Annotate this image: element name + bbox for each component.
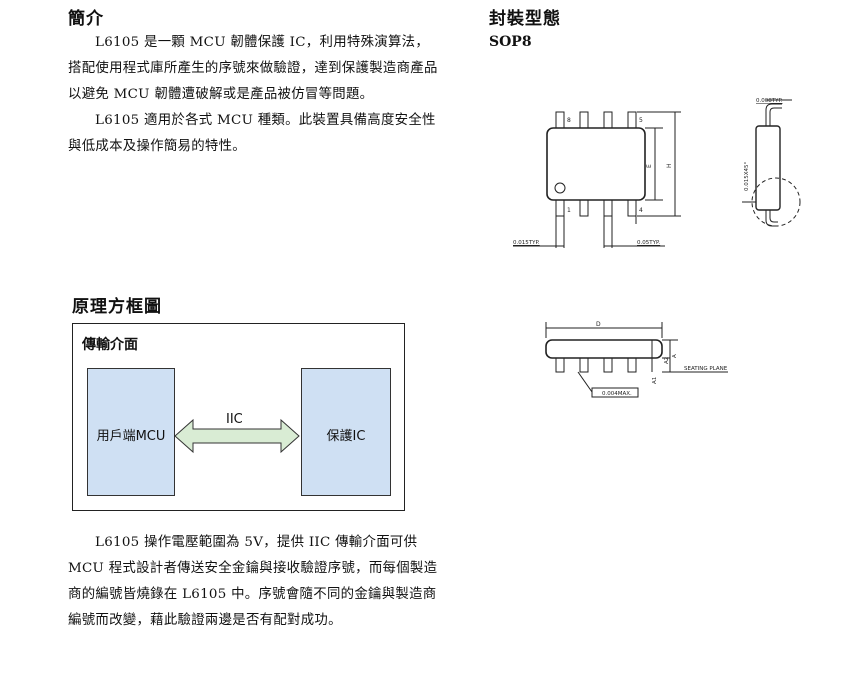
- coplanarity-label: 0.004MAX.: [602, 391, 632, 397]
- description-paragraph: L6105 操作電壓範圍為 5V，提供 IIC 傳輸介面可供 MCU 程式設計者…: [68, 535, 438, 628]
- sop8-side-view: 0.008TYP. 0.015X45°: [742, 98, 801, 227]
- intro-paragraph-2: L6105 適用於各式 MCU 種類。此裝置具備高度安全性與低成本及操作簡易的特…: [68, 113, 436, 154]
- pin-4-label: 4: [639, 207, 643, 214]
- pin-5-label: 5: [639, 117, 643, 124]
- iic-double-arrow: [174, 418, 300, 454]
- dim-h-label: H: [666, 163, 673, 168]
- client-mcu-box: 用戶端MCU: [87, 368, 175, 496]
- intro-text: L6105 是一顆 MCU 韌體保護 IC，利用特殊演算法，搭配使用程式庫所產生…: [68, 30, 440, 160]
- pin-8-label: 8: [567, 117, 571, 124]
- seating-plane-label: SEATING PLANE: [684, 366, 728, 372]
- package-heading: 封裝型態: [489, 9, 561, 29]
- dim-a2-label: A2: [664, 357, 670, 364]
- dim-e-label: E: [646, 164, 653, 168]
- sop8-top-view: 8 5 1 4 E H 0.015TYP. 0.05TYP.: [513, 111, 681, 248]
- protect-ic-label: 保護IC: [326, 429, 366, 444]
- dim-d-label: D: [596, 321, 601, 328]
- package-name: SOP8: [489, 34, 532, 50]
- interface-title: 傳輸介面: [82, 337, 138, 353]
- iic-label: IIC: [226, 412, 243, 427]
- description-text: L6105 操作電壓範圍為 5V，提供 IIC 傳輸介面可供 MCU 程式設計者…: [68, 530, 440, 634]
- dim-a-label: A: [672, 354, 678, 358]
- block-diagram: 傳輸介面 用戶端MCU 保護IC IIC: [72, 323, 405, 511]
- intro-paragraph-1: L6105 是一顆 MCU 韌體保護 IC，利用特殊演算法，搭配使用程式庫所產生…: [68, 35, 438, 102]
- dim-side-top-label: 0.008TYP.: [756, 98, 783, 104]
- pin-1-label: 1: [567, 207, 571, 214]
- client-mcu-label: 用戶端MCU: [96, 429, 166, 444]
- dim-lead-width-label: 0.05TYP.: [637, 240, 660, 246]
- sop8-front-view: D A2 A A1 SEATING PLANE 0.004MAX.: [545, 321, 728, 398]
- dim-lead-pitch-label: 0.015TYP.: [513, 240, 540, 246]
- block-diagram-heading: 原理方框圖: [72, 297, 162, 317]
- protect-ic-box: 保護IC: [301, 368, 391, 496]
- intro-heading: 簡介: [68, 9, 104, 29]
- dim-side-angle-label: 0.015X45°: [744, 161, 750, 191]
- dim-a1-label: A1: [652, 377, 658, 384]
